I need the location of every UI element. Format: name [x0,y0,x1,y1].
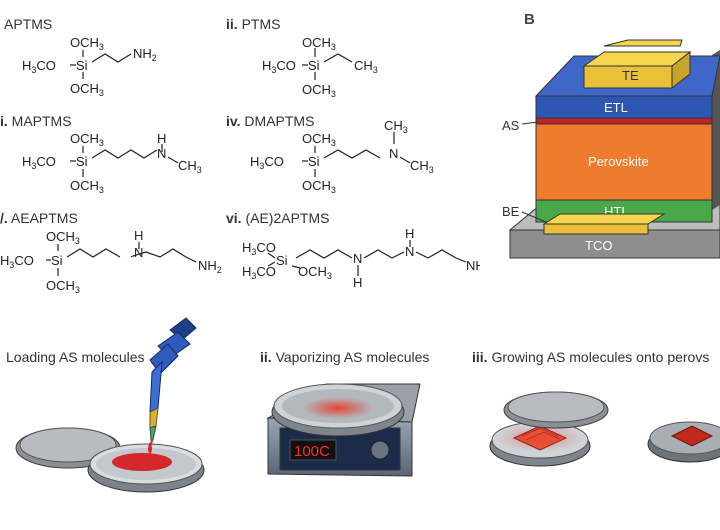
atom-h3co: H3CO [0,253,34,270]
atom-h3co: H3CO [242,264,276,281]
growth-petri-dish [489,421,591,467]
atom-si: Si [276,253,288,268]
atom-ch3: CH3 [384,118,408,135]
as-layer [535,117,713,125]
knob-icon [370,440,390,460]
atom-si: Si [76,58,88,73]
stack-side [712,50,720,210]
atom-n: N [405,244,414,259]
temperature-readout: 100C [294,443,330,460]
chemical-structures: OCH3 Si H3CO OCH3 NH2 OCH3 Si H3CO OCH3 … [0,35,480,295]
atom-och3: OCH3 [46,278,80,295]
atom-si: Si [51,253,63,268]
perovskite-label: Perovskite [588,154,649,169]
atom-och3: OCH3 [302,178,336,195]
atom-och3: OCH3 [298,264,332,281]
atom-si: Si [76,154,88,169]
atom-nh2: NH2 [466,258,480,275]
atom-h3co: H3CO [242,240,276,257]
atom-ch3: CH3 [178,158,202,175]
molecule-label-dmaptms: iv. DMAPTMS [226,113,315,129]
be-pointer [521,211,547,223]
atom-si: Si [308,58,320,73]
as-label: AS [502,118,520,133]
atom-h: H [353,275,362,290]
syringe [149,317,197,446]
atom-h3co: H3CO [250,154,284,171]
atom-n: N [389,146,398,161]
atom-ch3: CH3 [354,58,378,75]
tco-label: TCO [585,238,612,253]
molecule-label-maptms: i. MAPTMS [0,113,72,129]
atom-h3co: H3CO [22,58,56,75]
heated-petri-dish [271,383,405,437]
step-label-loading: Loading AS molecules [6,349,145,365]
atom-och3: OCH3 [70,35,104,52]
atom-h3co: H3CO [22,154,56,171]
molecule-label-aeaptms: /. AEAPTMS [0,210,78,226]
atom-h3co: H3CO [262,58,296,75]
atom-nh2: NH2 [198,258,222,275]
atom-ch3: CH3 [410,158,434,175]
panel-letter-b: B [524,11,535,28]
atom-n: N [353,251,362,266]
atom-h: H [157,131,166,146]
be-label: BE [502,204,520,219]
step-label-vaporizing: ii. Vaporizing AS molecules [260,349,430,365]
atom-n: N [157,146,166,161]
temperature-display [289,439,337,461]
device-stack-diagram: B TCO HTL BE Perovskite AS ETL TE [502,11,720,259]
closed-petri-dish [647,421,720,463]
atom-och3: OCH3 [302,35,336,52]
atom-h: H [134,228,143,243]
be-electrode [542,213,666,225]
atom-och3: OCH3 [70,131,104,148]
atom-och3: OCH3 [70,81,104,98]
molecule-label-ptms: ii. PTMS [226,16,281,32]
atom-h: H [405,226,414,241]
atom-n: N [134,245,143,260]
atom-och3: OCH3 [302,82,336,99]
atom-och3: OCH3 [302,131,336,148]
process-steps-illustration: 100C [15,317,720,493]
liquid-puddle [112,453,172,471]
molecule-label-ae2aptms: vi. (AE)2APTMS [226,210,330,226]
be-electrode-front [543,223,649,235]
atom-nh2: NH2 [133,46,157,63]
coated-substrate [670,425,714,447]
growth-petri-lid [503,391,609,429]
te-side [671,50,691,90]
te-label: TE [622,68,639,83]
te-tab [603,39,683,47]
as-pointer [521,121,539,125]
atom-si: Si [308,154,320,169]
molecule-label-aptms: APTMS [4,16,53,32]
tco-front [509,229,720,259]
perovskite-layer [535,123,713,201]
atom-och3: OCH3 [70,178,104,195]
etl-label: ETL [604,100,628,115]
step-label-growing: iii. Growing AS molecules onto perovs [472,349,710,365]
atom-och3: OCH3 [46,229,80,246]
